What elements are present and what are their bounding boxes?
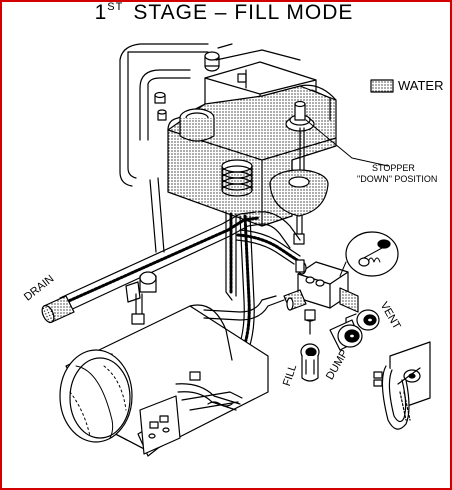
top-fitting (204, 43, 233, 72)
water-legend-swatch (370, 79, 394, 93)
callout-stopper-line2: "DOWN" POSITION (357, 174, 438, 184)
page-title: 1ST STAGE – FILL MODE (0, 1, 448, 25)
left-valve (125, 177, 165, 325)
fill-solenoid (300, 343, 320, 382)
float-switch (373, 341, 431, 430)
left-pipe-loop (119, 43, 209, 187)
callout-stopper-line1: STOPPER (372, 163, 415, 173)
stopper-callout-line (305, 119, 389, 167)
overflow-tube (179, 108, 215, 142)
dump-solenoid (329, 319, 363, 351)
drum-feed-pipe-inner (203, 299, 285, 321)
detail-magnifier (339, 231, 399, 277)
vent-solenoid (345, 309, 380, 335)
manifold-feed-tube (235, 229, 301, 265)
title-superscript: ST (107, 1, 124, 13)
pipe-fittings-top (154, 91, 167, 121)
title-number: 1 (94, 1, 108, 24)
drum-bracket (139, 395, 181, 455)
title-text: STAGE – FILL MODE (133, 1, 354, 24)
manifold-block (283, 261, 359, 313)
stopper-cup (269, 169, 329, 245)
legend-water-label: WATER (398, 78, 444, 93)
drain-plug (41, 295, 75, 324)
manifold-fittings (295, 259, 316, 335)
drum-opening (59, 349, 133, 443)
drum-feed-pipe (203, 295, 277, 313)
drain-tube (59, 211, 301, 313)
coil-spring (221, 159, 253, 197)
drum-lower-tubes (175, 371, 243, 411)
